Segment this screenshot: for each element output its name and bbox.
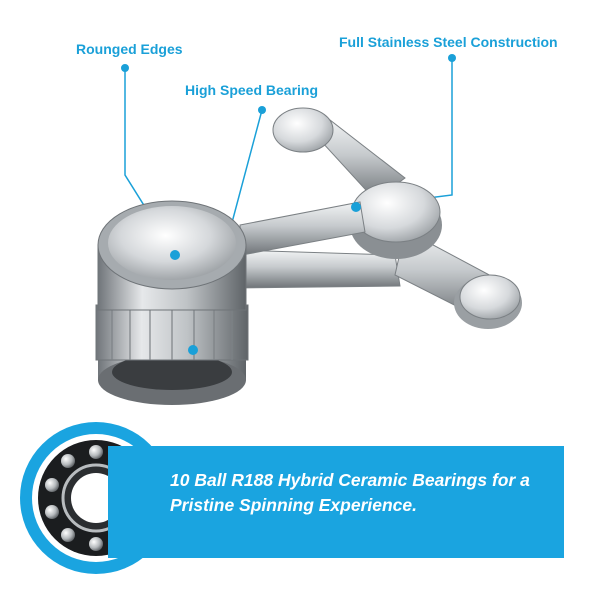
right-pad-face	[459, 274, 521, 320]
callout-dot-steel-top	[448, 54, 456, 62]
callout-dots	[121, 54, 456, 114]
callout-dot-rounded-top	[121, 64, 129, 72]
top-pad	[272, 107, 334, 153]
callout-dot-bearing-top	[258, 106, 266, 114]
callout-dot-high-speed-bearing	[188, 345, 198, 355]
callout-label-high-speed-bearing: High Speed Bearing	[185, 82, 319, 98]
callout-label-rounded-edges: Rounged Edges	[76, 41, 183, 57]
flat-arm	[239, 201, 366, 256]
cylinder-inner-ring	[112, 354, 232, 390]
knurl-lines	[111, 306, 233, 360]
center-hub-face	[351, 181, 441, 243]
callout-dot-rounded-edges	[170, 250, 180, 260]
cap-face	[108, 206, 236, 280]
feature-banner	[108, 446, 564, 558]
callout-dot-stainless-steel	[351, 202, 361, 212]
lower-arm	[231, 249, 401, 289]
callout-markers	[170, 202, 361, 355]
banner-text: 10 Ball R188 Hybrid Ceramic Bearings for…	[170, 470, 530, 515]
spinner	[95, 107, 522, 405]
callout-label-stainless-steel: Full Stainless Steel Construction	[339, 34, 558, 50]
